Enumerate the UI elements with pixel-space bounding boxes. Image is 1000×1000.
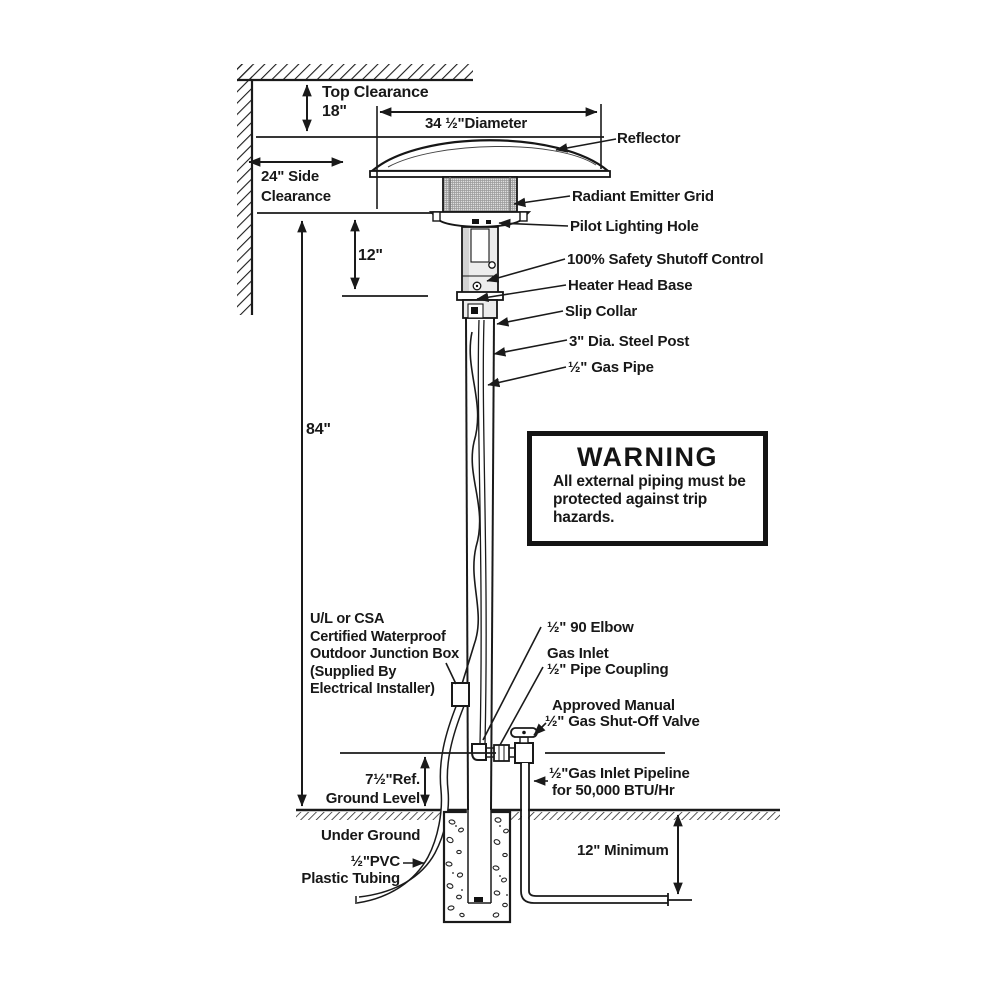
label-ground-ref: 7½"Ref. Ground Level: [325, 771, 420, 807]
label-safety-shutoff: 100% Safety Shutoff Control: [567, 251, 764, 268]
label-burial-depth: 12" Minimum: [577, 842, 669, 859]
label-top-clearance: Top Clearance 18": [322, 84, 429, 120]
warning-box: WARNING All external piping must be prot…: [527, 431, 768, 546]
shutoff-valve-part: [514, 742, 534, 764]
label-pvc-tubing: ½"PVC Plastic Tubing: [301, 853, 400, 887]
ground-line: [296, 808, 780, 820]
label-diameter: 34 ½"Diameter: [425, 115, 528, 132]
label-shutoff-valve-line1: Approved Manual: [552, 697, 675, 714]
wall-hatch: [237, 64, 254, 315]
label-heater-head-base: Heater Head Base: [568, 277, 693, 294]
label-reflector: Reflector: [617, 130, 681, 147]
heater-head-base-part: [428, 211, 532, 228]
label-inlet-pipeline: ½"Gas Inlet Pipeline for 50,000 BTU/Hr: [549, 765, 690, 799]
pilot-lighting-hole-part: [472, 219, 479, 224]
label-steel-post: 3" Dia. Steel Post: [569, 333, 690, 350]
label-radiant-emitter-grid: Radiant Emitter Grid: [572, 188, 714, 205]
leader-lines: [403, 138, 617, 868]
elbow-part: [471, 743, 487, 761]
label-gas-pipe: ½" Gas Pipe: [568, 359, 654, 376]
ceiling-hatch: [237, 64, 473, 82]
label-pipe-coupling: ½" Pipe Coupling: [547, 661, 669, 678]
warning-title: WARNING: [577, 442, 718, 472]
heater-head: [369, 139, 611, 319]
label-head-height: 12": [358, 247, 383, 264]
radiant-emitter-grid-part: [442, 176, 518, 213]
gas-valve-assembly: [471, 727, 669, 906]
junction-box-part: [451, 682, 470, 707]
label-gas-inlet: Gas Inlet: [547, 645, 609, 662]
label-under-ground: Under Ground: [321, 827, 421, 844]
label-pilot-lighting-hole: Pilot Lighting Hole: [570, 218, 699, 235]
underground-gas-pipe: [520, 890, 668, 904]
label-side-clearance: 24" Side Clearance: [261, 168, 331, 205]
label-post-height: 84": [306, 421, 331, 438]
label-shutoff-valve-line2: ½" Gas Shut-Off Valve: [545, 713, 700, 730]
reflector-dome: [369, 139, 611, 173]
pipe-coupling-part: [493, 744, 510, 762]
electrical-wire: [461, 331, 481, 685]
label-junction-box: U/L or CSA Certified Waterproof Outdoor …: [310, 611, 460, 698]
dimension-arrows: [248, 84, 692, 901]
label-slip-collar: Slip Collar: [565, 303, 637, 320]
label-elbow: ½" 90 Elbow: [547, 619, 634, 636]
